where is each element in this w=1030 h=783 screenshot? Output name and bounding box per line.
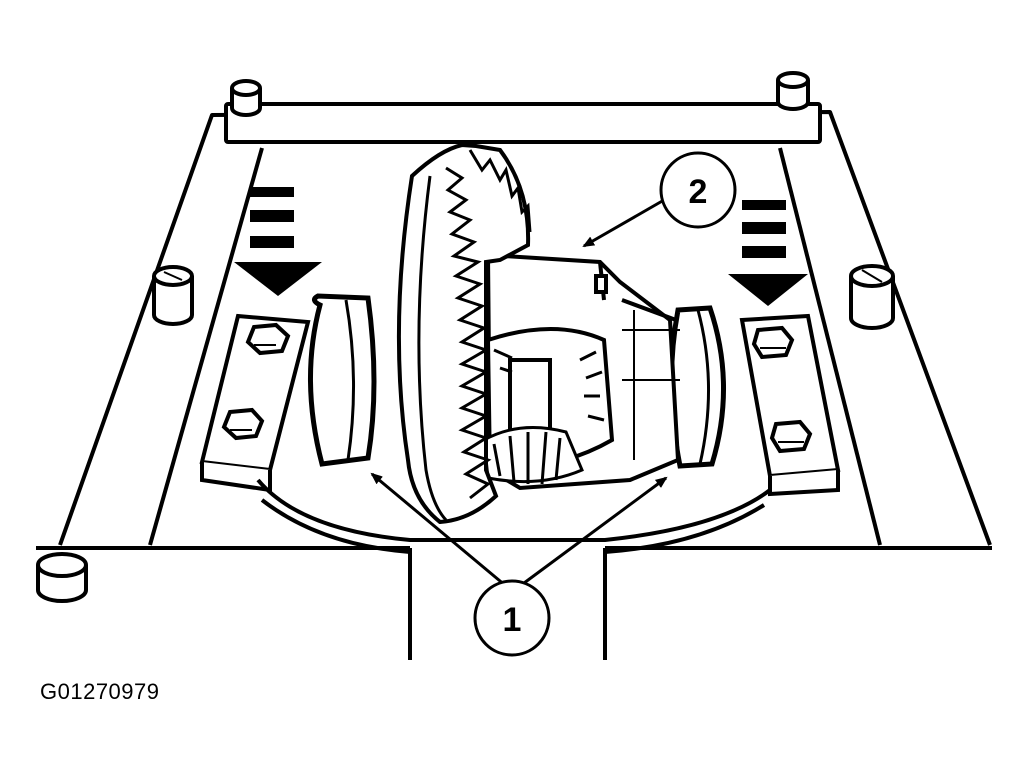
leader-1-right — [519, 476, 668, 588]
svg-text:2: 2 — [689, 173, 708, 211]
cap-bolt-left-upper — [245, 322, 291, 356]
side-bearing-left — [307, 293, 377, 467]
pin-top-left — [230, 79, 262, 117]
press-arrow-right — [728, 200, 808, 306]
callout-2: 2 — [659, 151, 737, 229]
alignment-pins — [36, 71, 895, 603]
leader-1-left — [370, 472, 507, 588]
spider-gear-window — [482, 327, 615, 485]
pinion-gear — [482, 426, 584, 485]
leader-2 — [582, 198, 665, 248]
press-arrow-left — [234, 187, 322, 296]
svg-text:1: 1 — [503, 601, 522, 639]
pin-bottom-left — [36, 552, 88, 603]
cap-bolt-right-lower — [769, 419, 813, 454]
side-bearing-right — [668, 305, 727, 469]
pin-right — [849, 264, 895, 330]
cap-bolt-left-lower — [221, 407, 265, 441]
bearing-cap-left — [199, 313, 311, 493]
callout-1: 1 — [473, 579, 551, 657]
ring-gear — [396, 142, 532, 525]
gauge-bar — [224, 102, 822, 144]
callout-leaders — [370, 198, 668, 588]
figure-id-label: G01270979 — [40, 679, 160, 704]
pin-top-right — [776, 71, 810, 111]
carrier-bowl — [256, 478, 772, 554]
bearing-cap-right — [739, 313, 841, 497]
pin-left — [152, 265, 194, 326]
cap-bolt-right-upper — [751, 325, 795, 360]
